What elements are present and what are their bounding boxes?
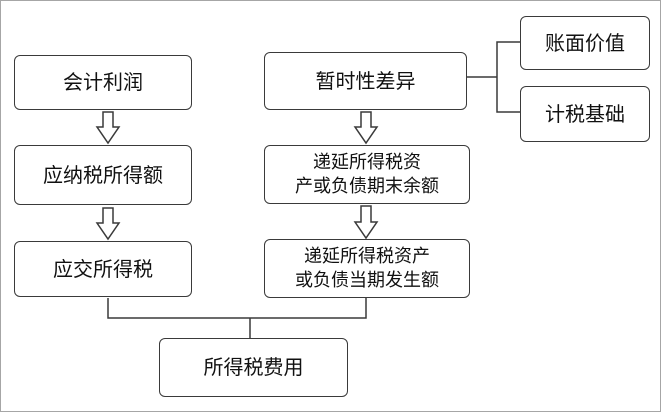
income-tax-payable-box: 应交所得税 xyxy=(14,241,192,297)
accounting-profit-box: 会计利润 xyxy=(14,55,192,110)
accounting-profit-label: 会计利润 xyxy=(63,70,143,94)
carrying-amount-label: 账面价值 xyxy=(545,30,625,55)
deferred-ending-balance-box: 递延所得税资 产或负债期末余额 xyxy=(264,145,470,204)
deferred-ending-line2: 产或负债期末余额 xyxy=(295,175,439,197)
temporary-difference-box: 暂时性差异 xyxy=(264,52,467,110)
deferred-current-change-box: 递延所得税资产 或负债当期发生额 xyxy=(264,239,470,298)
deferred-change-line2: 或负债当期发生额 xyxy=(295,269,439,291)
bracket-connector xyxy=(467,41,520,113)
deferred-ending-line1: 递延所得税资 xyxy=(313,152,421,174)
income-tax-expense-label: 所得税费用 xyxy=(203,355,304,379)
income-tax-payable-label: 应交所得税 xyxy=(53,256,153,281)
arrow-ending-to-change xyxy=(353,205,379,240)
arrow-diff-to-ending xyxy=(353,111,379,145)
carrying-amount-box: 账面价值 xyxy=(520,16,650,70)
arrow-taxable-to-payable xyxy=(95,207,121,241)
taxable-income-label: 应纳税所得额 xyxy=(43,162,163,187)
taxable-income-box: 应纳税所得额 xyxy=(14,145,192,205)
tax-base-box: 计税基础 xyxy=(520,86,650,142)
income-tax-expense-box: 所得税费用 xyxy=(159,338,348,397)
deferred-change-line1: 递延所得税资产 xyxy=(304,246,430,268)
tax-base-label: 计税基础 xyxy=(545,101,625,126)
merge-connector xyxy=(107,298,367,338)
arrow-profit-to-taxable xyxy=(95,111,121,145)
temporary-difference-label: 暂时性差异 xyxy=(315,68,416,93)
